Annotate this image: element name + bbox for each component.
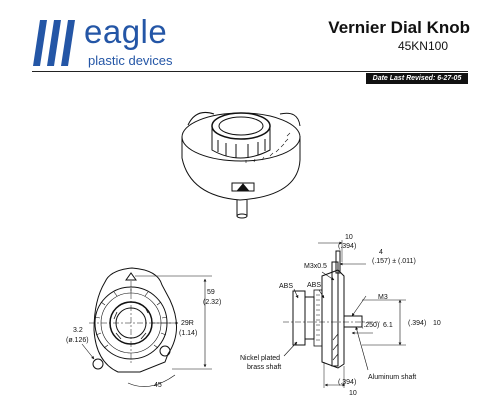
brand-logo (33, 20, 75, 66)
side-aluminum-leader (355, 326, 369, 371)
side-dial-scale (316, 294, 320, 341)
side-shaft (344, 315, 363, 328)
side-abs-left-label: ABS (279, 283, 293, 290)
side-offset-label: 4 (379, 249, 383, 256)
side-right-alt-label: (.394) (408, 320, 426, 327)
front-radius-alt-label: (1.14) (179, 330, 197, 337)
side-m3-screw (335, 250, 341, 274)
side-dim-right-ext (362, 299, 406, 346)
iso-scale-marks (245, 132, 291, 163)
side-knob-body (292, 290, 306, 346)
front-hole-alt-label: (ø.126) (66, 337, 89, 344)
front-knob-grip (113, 306, 149, 340)
side-shaft-label: 6.1 (383, 322, 393, 329)
front-hole-label: 3.2 (73, 327, 83, 334)
front-height-alt-label: (2.32) (203, 299, 221, 306)
side-bottom-label: 10 (349, 390, 357, 397)
side-abs-right-leader (318, 289, 325, 299)
iso-tab-right (279, 112, 301, 127)
front-dim-angle-arc (127, 374, 176, 387)
front-dimension-labels: 59 (2.32) 29R (1.14) 3.2 (ø.126) 45 (66, 289, 221, 389)
side-top-alt-label: (.394) (338, 243, 356, 250)
side-bottom-alt-label: (.394) (338, 379, 356, 386)
revision-badge: Date Last Revised: 6-27-05 (366, 73, 468, 84)
front-index-arrow-icon (125, 272, 137, 281)
product-title: Vernier Dial Knob (328, 18, 470, 37)
side-offset-alt-label: (.157) ± (.011) (372, 258, 416, 265)
side-brass-line-2: brass shaft (247, 364, 281, 371)
side-brass-label: Nickel plated brass shaft (240, 355, 282, 371)
side-right-label: 10 (433, 320, 441, 327)
side-housing (321, 269, 345, 369)
brand-name: eagle (84, 13, 168, 50)
logo-stripes-icon (33, 20, 75, 66)
side-brass-line-1: Nickel plated (240, 355, 280, 362)
side-flange (331, 261, 339, 367)
side-thread-label: M3x0.5 (304, 263, 327, 270)
front-dim-height-ext (135, 275, 212, 370)
header-divider (32, 71, 468, 72)
side-m3-label: M3 (378, 294, 388, 301)
front-mount-hole-right (159, 345, 171, 357)
front-dim-hole-leader (81, 343, 95, 360)
side-aluminum-label: Aluminum shaft (368, 374, 416, 381)
iso-grip-ridges (217, 139, 266, 158)
side-abs-right-label: ABS (307, 282, 321, 289)
front-height-label: 59 (207, 289, 215, 296)
iso-base-body (181, 136, 301, 201)
side-top-label: 10 (345, 234, 353, 241)
iso-knob-cap (218, 116, 264, 136)
iso-tab-left (187, 111, 215, 126)
front-radius-label: 29R (181, 320, 194, 327)
side-m3-leader (351, 295, 367, 317)
side-dial-plate (313, 289, 323, 347)
side-thread-leader (321, 271, 335, 281)
side-dim-bottom-ext (323, 362, 345, 388)
front-mount-hole (92, 358, 104, 370)
isometric-view (181, 111, 301, 219)
front-angle-label: 45 (154, 382, 162, 389)
side-dimension-labels: 10 (.394) 4 (.157) ± (.011) M3x0.5 ABS A… (240, 234, 441, 397)
side-knob-ring (304, 296, 315, 340)
side-flange-detail (332, 333, 339, 361)
side-brass-leader (283, 341, 298, 357)
part-number: 45KN100 (397, 39, 448, 53)
front-outline (93, 267, 177, 373)
side-shaft-alt-label: (.250) (361, 322, 379, 329)
side-abs-left-leader (293, 288, 299, 299)
front-view (81, 267, 212, 387)
technical-drawing: 59 (2.32) 29R (1.14) 3.2 (ø.126) 45 (66, 111, 441, 397)
side-view (283, 240, 406, 388)
iso-shaft-tip (236, 213, 248, 219)
brand-tagline: plastic devices (88, 53, 173, 68)
iso-indicator-arrow-icon (236, 183, 250, 191)
